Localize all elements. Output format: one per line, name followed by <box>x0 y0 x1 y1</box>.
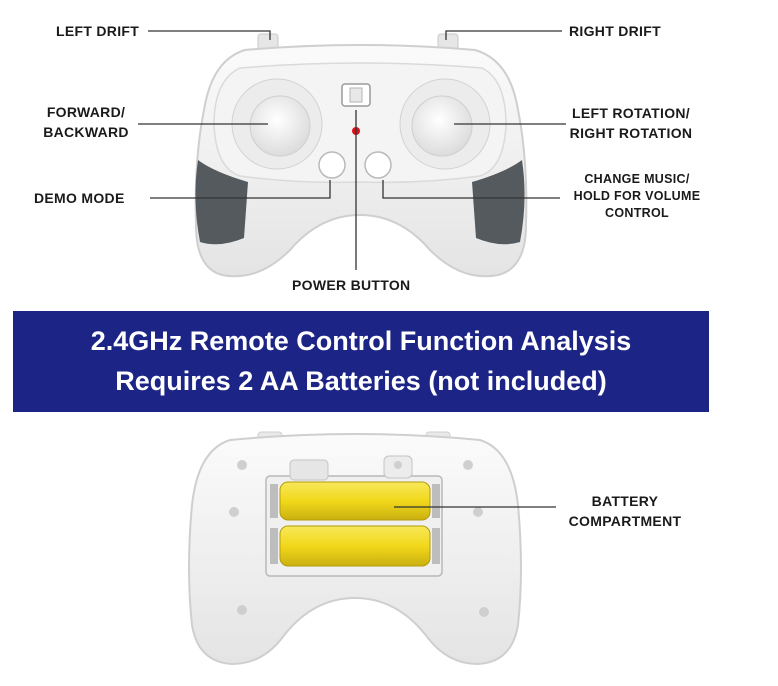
label-rotation-line1: LEFT ROTATION/ <box>572 105 690 121</box>
remote-back <box>188 431 522 666</box>
label-forward-line1: FORWARD/ <box>46 104 126 120</box>
aa-battery-bottom <box>279 525 431 567</box>
banner-line2: Requires 2 AA Batteries (not included) <box>115 366 607 396</box>
label-right-drift: RIGHT DRIFT <box>569 23 661 39</box>
label-rotation: LEFT ROTATION/ RIGHT ROTATION <box>560 103 702 143</box>
label-demo-mode: DEMO MODE <box>34 190 125 206</box>
right-joystick <box>411 95 473 157</box>
aa-battery-top <box>279 481 431 521</box>
label-battery-compartment: BATTERY COMPARTMENT <box>552 491 698 531</box>
label-rotation-line2: RIGHT ROTATION <box>569 125 693 141</box>
remote-front <box>194 33 528 278</box>
banner-line1: 2.4GHz Remote Control Function Analysis <box>90 326 632 356</box>
demo-mode-button <box>318 151 346 179</box>
label-forward-backward: FORWARD/ BACKWARD <box>34 102 138 142</box>
label-battery-line2: COMPARTMENT <box>568 513 682 529</box>
label-left-drift: LEFT DRIFT <box>56 23 140 39</box>
label-battery-line1: BATTERY <box>591 493 659 509</box>
label-change-music-line1: CHANGE MUSIC/ <box>584 172 690 186</box>
leader-lines-top <box>138 30 566 270</box>
left-joystick <box>249 95 311 157</box>
info-banner: 2.4GHz Remote Control Function Analysis … <box>13 311 709 412</box>
label-change-music-line3: CONTROL <box>605 206 669 220</box>
change-music-button <box>364 151 392 179</box>
label-power-button: POWER BUTTON <box>292 277 411 293</box>
left-grip <box>195 160 248 245</box>
right-grip <box>472 160 525 245</box>
label-change-music: CHANGE MUSIC/ HOLD FOR VOLUME CONTROL <box>566 171 708 222</box>
label-change-music-line2: HOLD FOR VOLUME <box>573 189 701 203</box>
label-forward-line2: BACKWARD <box>43 124 129 140</box>
